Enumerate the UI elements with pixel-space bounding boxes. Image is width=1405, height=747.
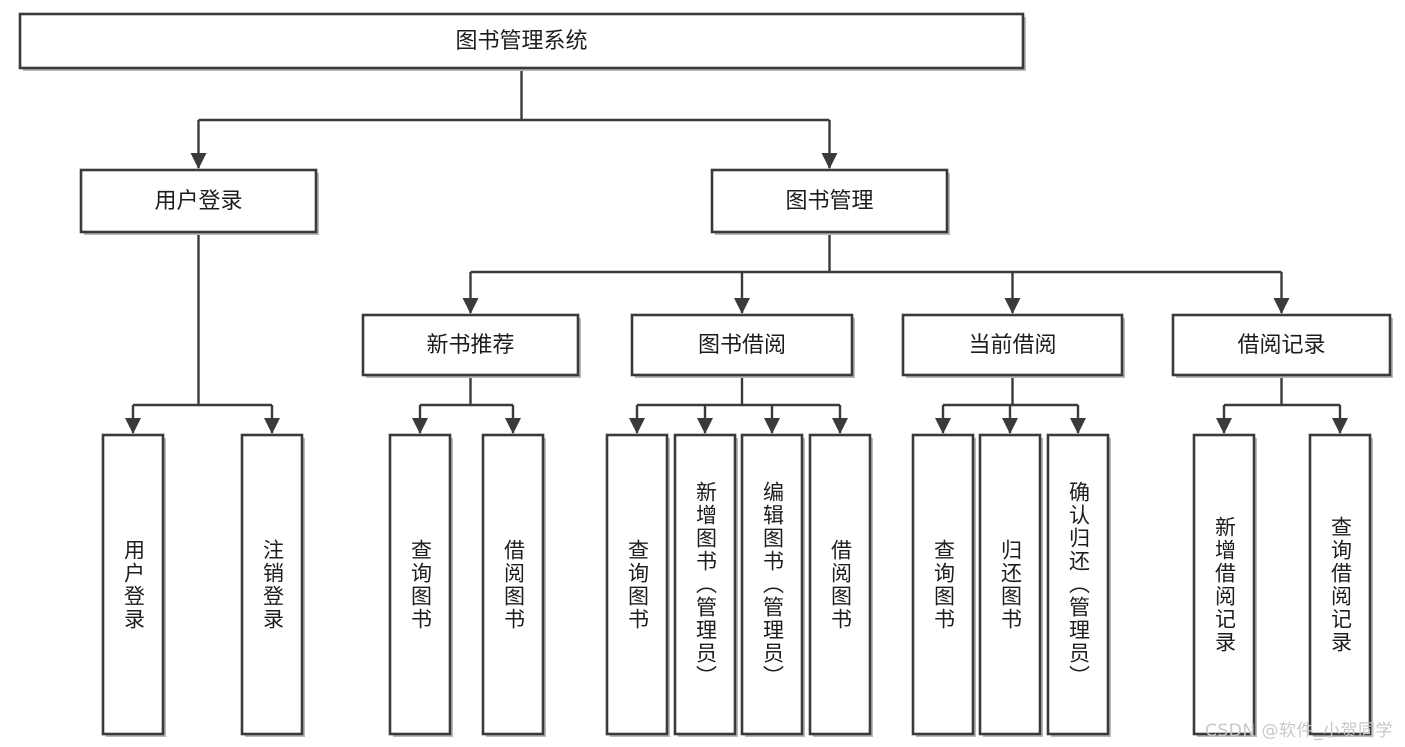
arrow-head-icon xyxy=(832,418,848,434)
connectors-layer xyxy=(125,68,1348,434)
node-leaf-borrow-book-2[interactable] xyxy=(808,433,872,736)
arrow-head-icon xyxy=(190,153,207,169)
arrow-head-icon xyxy=(629,418,645,434)
node-leaf-add-book[interactable] xyxy=(673,433,737,736)
arrow-head-icon xyxy=(264,418,280,434)
node-book-borrow[interactable] xyxy=(630,313,854,377)
node-leaf-confirm-return[interactable] xyxy=(1046,433,1110,736)
node-new-book-recommend-label: 新书推荐 xyxy=(426,333,514,358)
node-leaf-query-record[interactable] xyxy=(1308,433,1372,736)
node-leaf-borrow-book-1[interactable] xyxy=(481,433,545,736)
arrow-head-icon xyxy=(1070,418,1086,434)
node-leaf-return-book[interactable] xyxy=(978,433,1042,736)
node-current-borrow[interactable] xyxy=(901,313,1124,377)
watermark: CSDN @软件_小贺同学 xyxy=(1205,721,1393,741)
arrow-head-icon xyxy=(697,418,713,434)
node-borrow-record-label: 借阅记录 xyxy=(1237,333,1325,358)
arrow-head-icon xyxy=(505,418,521,434)
node-current-borrow-label: 当前借阅 xyxy=(968,333,1056,358)
arrow-head-icon xyxy=(764,418,780,434)
node-root-label: 图书管理系统 xyxy=(455,29,587,54)
node-leaf-query-book-1[interactable] xyxy=(388,433,452,736)
node-new-book-recommend[interactable] xyxy=(361,313,580,377)
node-book-borrow-label: 图书借阅 xyxy=(698,333,786,358)
arrow-head-icon xyxy=(1273,298,1290,314)
arrow-head-icon xyxy=(1332,418,1348,434)
node-leaf-edit-book[interactable] xyxy=(740,433,804,736)
arrow-head-icon xyxy=(821,153,838,169)
arrow-head-icon xyxy=(734,298,750,314)
node-user-login[interactable] xyxy=(79,168,318,234)
node-borrow-record[interactable] xyxy=(1171,313,1392,377)
node-leaf-query-book-2[interactable] xyxy=(605,433,669,736)
arrow-head-icon xyxy=(1004,298,1021,314)
node-leaf-user-login[interactable] xyxy=(101,433,165,736)
arrow-head-icon xyxy=(935,418,951,434)
node-leaf-query-book-3[interactable] xyxy=(911,433,975,736)
arrow-head-icon xyxy=(412,418,428,434)
arrow-head-icon xyxy=(462,298,479,314)
node-user-login-label: 用户登录 xyxy=(154,189,242,214)
arrow-head-icon xyxy=(125,418,141,434)
arrow-head-icon xyxy=(1002,418,1018,434)
nodes-layer xyxy=(18,12,1393,737)
node-root[interactable] xyxy=(18,12,1025,70)
arrow-head-icon xyxy=(1216,418,1232,434)
node-leaf-logout[interactable] xyxy=(240,433,304,736)
node-book-manage[interactable] xyxy=(710,168,949,234)
node-book-manage-label: 图书管理 xyxy=(785,189,873,214)
node-leaf-add-record[interactable] xyxy=(1192,433,1256,736)
